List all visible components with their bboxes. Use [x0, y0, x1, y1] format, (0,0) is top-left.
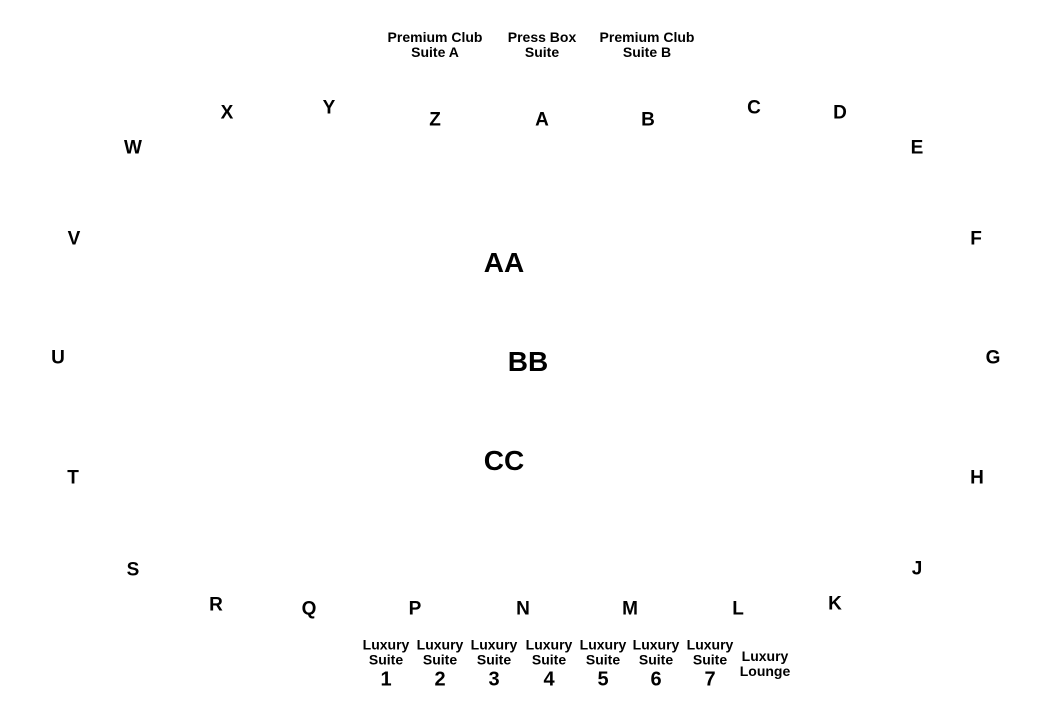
section-cc[interactable]: CC [483, 445, 525, 476]
luxury-suite-number: 1 [380, 668, 392, 691]
section-k[interactable]: K [828, 593, 842, 615]
luxury-suite-label-line1: Luxury [686, 636, 734, 653]
luxury-suite-label-line2: Suite [476, 651, 512, 668]
section-z[interactable]: Z [429, 109, 441, 131]
section-y[interactable]: Y [322, 97, 336, 119]
section-f[interactable]: F [970, 228, 982, 250]
section-bb[interactable]: BB [507, 346, 549, 377]
luxury-suite-number: 2 [434, 668, 446, 691]
luxury-suite-label-line1: Luxury [525, 636, 573, 653]
section-h[interactable]: H [970, 467, 984, 489]
suite-label-line1: Press Box [507, 29, 577, 45]
section-s[interactable]: S [126, 559, 140, 581]
luxury-suite-1[interactable]: Luxury Suite 1 [362, 636, 410, 691]
luxury-suite-label-line1: Luxury [470, 636, 518, 653]
section-p[interactable]: P [408, 598, 422, 620]
luxury-suite-label-line1: Luxury [632, 636, 680, 653]
suite-label-line2: Suite B [622, 44, 672, 60]
luxury-suite-7[interactable]: Luxury Suite 7 [686, 636, 734, 691]
section-q[interactable]: Q [301, 598, 317, 620]
section-c[interactable]: C [747, 97, 761, 119]
section-u[interactable]: U [51, 347, 65, 369]
section-l[interactable]: L [732, 598, 744, 620]
suite-label-line1: Premium Club [387, 29, 483, 45]
premium-club-suite-b[interactable]: Premium Club Suite B [600, 30, 695, 60]
section-n[interactable]: N [516, 598, 530, 620]
luxury-suite-label-line2: Suite [692, 651, 728, 668]
luxury-suite-number: 7 [704, 668, 716, 691]
luxury-suite-label-line2: Suite [368, 651, 404, 668]
section-b[interactable]: B [641, 109, 655, 131]
section-a[interactable]: A [535, 109, 549, 131]
lounge-label-line2: Lounge [739, 663, 791, 679]
luxury-suite-label-line1: Luxury [579, 636, 627, 653]
luxury-suite-label-line2: Suite [422, 651, 458, 668]
luxury-suite-number: 3 [488, 668, 500, 691]
luxury-suite-2[interactable]: Luxury Suite 2 [416, 636, 464, 691]
luxury-suite-label-line2: Suite [531, 651, 567, 668]
section-j[interactable]: J [911, 558, 923, 580]
lounge-label-line1: Luxury [741, 648, 789, 664]
luxury-suite-number: 4 [543, 668, 555, 691]
luxury-suite-number: 6 [650, 668, 662, 691]
section-r[interactable]: R [209, 594, 223, 616]
luxury-suite-label-line1: Luxury [416, 636, 464, 653]
luxury-suite-6[interactable]: Luxury Suite 6 [632, 636, 680, 691]
section-aa[interactable]: AA [483, 247, 525, 278]
section-x[interactable]: X [220, 102, 234, 124]
suite-label-line1: Premium Club [599, 29, 695, 45]
section-d[interactable]: D [833, 102, 847, 124]
section-m[interactable]: M [622, 598, 638, 620]
luxury-suite-3[interactable]: Luxury Suite 3 [470, 636, 518, 691]
luxury-suite-4[interactable]: Luxury Suite 4 [525, 636, 573, 691]
section-t[interactable]: T [67, 467, 79, 489]
premium-club-suite-a[interactable]: Premium Club Suite A [388, 30, 483, 60]
luxury-suite-number: 5 [597, 668, 609, 691]
section-e[interactable]: E [910, 137, 924, 159]
section-w[interactable]: W [124, 137, 142, 159]
suite-label-line2: Suite [524, 44, 560, 60]
luxury-suite-label-line1: Luxury [362, 636, 410, 653]
luxury-suite-label-line2: Suite [638, 651, 674, 668]
luxury-lounge[interactable]: Luxury Lounge [740, 649, 791, 679]
section-g[interactable]: G [985, 347, 1001, 369]
suite-label-line2: Suite A [411, 44, 459, 60]
luxury-suite-5[interactable]: Luxury Suite 5 [579, 636, 627, 691]
press-box-suite[interactable]: Press Box Suite [508, 30, 576, 60]
luxury-suite-label-line2: Suite [585, 651, 621, 668]
section-v[interactable]: V [67, 228, 81, 250]
